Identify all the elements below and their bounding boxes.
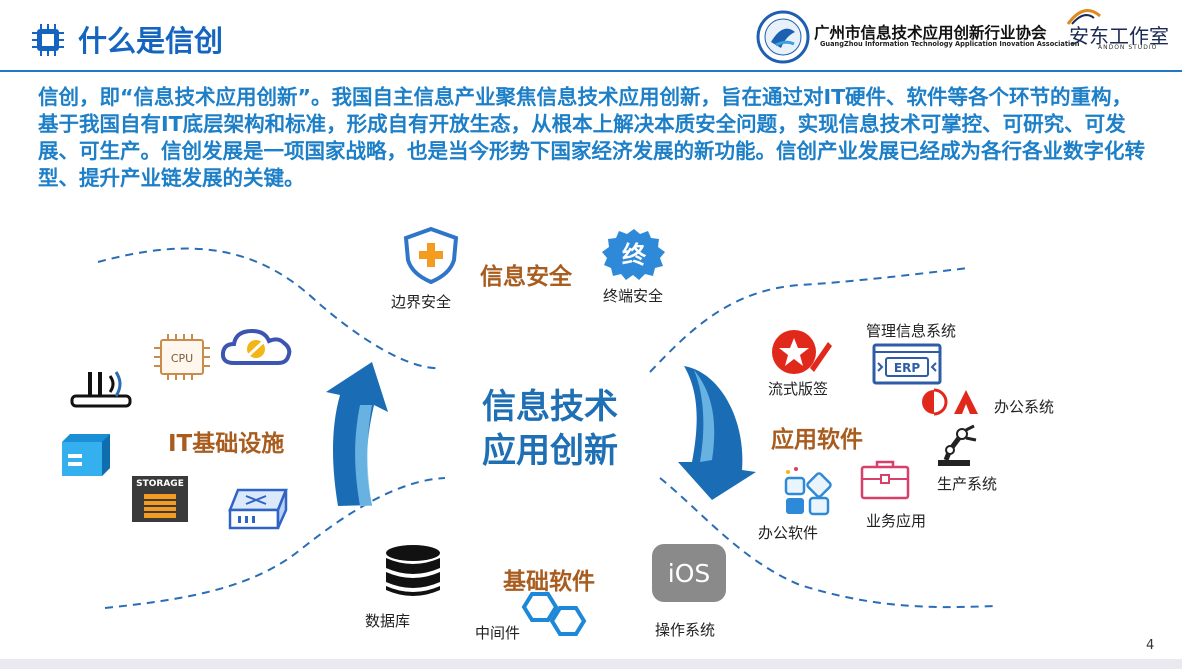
middleware-icon bbox=[521, 592, 587, 636]
application-item-label: 管理信息系统 bbox=[866, 322, 957, 340]
studio-name: 安东工作室 bbox=[1069, 24, 1169, 48]
studio-name-en: ANDON STUDIO bbox=[1098, 44, 1158, 51]
ios-label: iOS bbox=[668, 559, 711, 588]
cpu-label: CPU bbox=[171, 352, 193, 365]
switch-icon bbox=[228, 488, 288, 530]
router-icon bbox=[70, 371, 132, 408]
infrastructure-title: IT基础设施 bbox=[168, 431, 285, 457]
basic-software-item-label: 操作系统 bbox=[655, 621, 716, 639]
arrow-down-icon bbox=[678, 366, 756, 500]
center-title-line2: 应用创新 bbox=[482, 431, 618, 471]
server-icon bbox=[62, 434, 110, 476]
center-title: 信息技术 应用创新 bbox=[470, 385, 630, 473]
cpu-icon: CPU bbox=[154, 334, 210, 380]
association-logo-icon bbox=[756, 10, 810, 64]
shield-plus-icon bbox=[403, 226, 459, 284]
application-item-label: 生产系统 bbox=[937, 475, 998, 493]
storage-label: STORAGE bbox=[136, 479, 184, 489]
signature-icon bbox=[772, 330, 832, 374]
basic-software-item-label: 数据库 bbox=[365, 612, 411, 630]
application-item-label: 办公软件 bbox=[758, 524, 819, 542]
cloud-icon bbox=[220, 328, 292, 365]
oa-logo-icon: OA bbox=[922, 388, 978, 416]
basic-software-title: 基础软件 bbox=[503, 569, 595, 595]
chip-icon bbox=[32, 24, 64, 56]
bottom-bar bbox=[0, 659, 1182, 669]
security-item-label: 边界安全 bbox=[391, 293, 452, 311]
center-title-line1: 信息技术 bbox=[482, 387, 618, 427]
oa-label: OA bbox=[953, 408, 955, 411]
terminal-badge-icon: 终 bbox=[602, 229, 665, 280]
erp-icon: ERP bbox=[872, 343, 942, 385]
page-title: 什么是信创 bbox=[78, 24, 224, 58]
terminal-badge-text: 终 bbox=[622, 241, 647, 269]
app-grid-icon bbox=[784, 467, 832, 516]
ios-icon: iOS bbox=[652, 544, 726, 602]
robot-arm-icon bbox=[938, 424, 977, 466]
erp-label: ERP bbox=[894, 361, 920, 375]
basic-software-item-label: 中间件 bbox=[475, 624, 521, 642]
application-item-label: 业务应用 bbox=[866, 512, 927, 530]
application-item-label: 办公系统 bbox=[994, 398, 1055, 416]
association-name-en: GuangZhou Information Technology Applica… bbox=[820, 40, 1080, 48]
association-name: 广州市信息技术应用创新行业协会 bbox=[814, 24, 1047, 42]
header-divider bbox=[0, 70, 1182, 72]
storage-icon: STORAGE bbox=[132, 476, 188, 522]
application-title: 应用软件 bbox=[771, 427, 863, 453]
page-number: 4 bbox=[1146, 638, 1155, 653]
application-item-label: 流式版签 bbox=[768, 380, 829, 398]
studio-logo-icon bbox=[1066, 9, 1101, 25]
briefcase-icon bbox=[860, 460, 910, 500]
intro-paragraph: 信创，即“信息技术应用创新”。我国自主信息产业聚焦信息技术应用创新，旨在通过对I… bbox=[38, 85, 1145, 190]
database-icon bbox=[386, 545, 440, 596]
security-title: 信息安全 bbox=[480, 264, 572, 290]
security-item-label: 终端安全 bbox=[603, 287, 664, 305]
